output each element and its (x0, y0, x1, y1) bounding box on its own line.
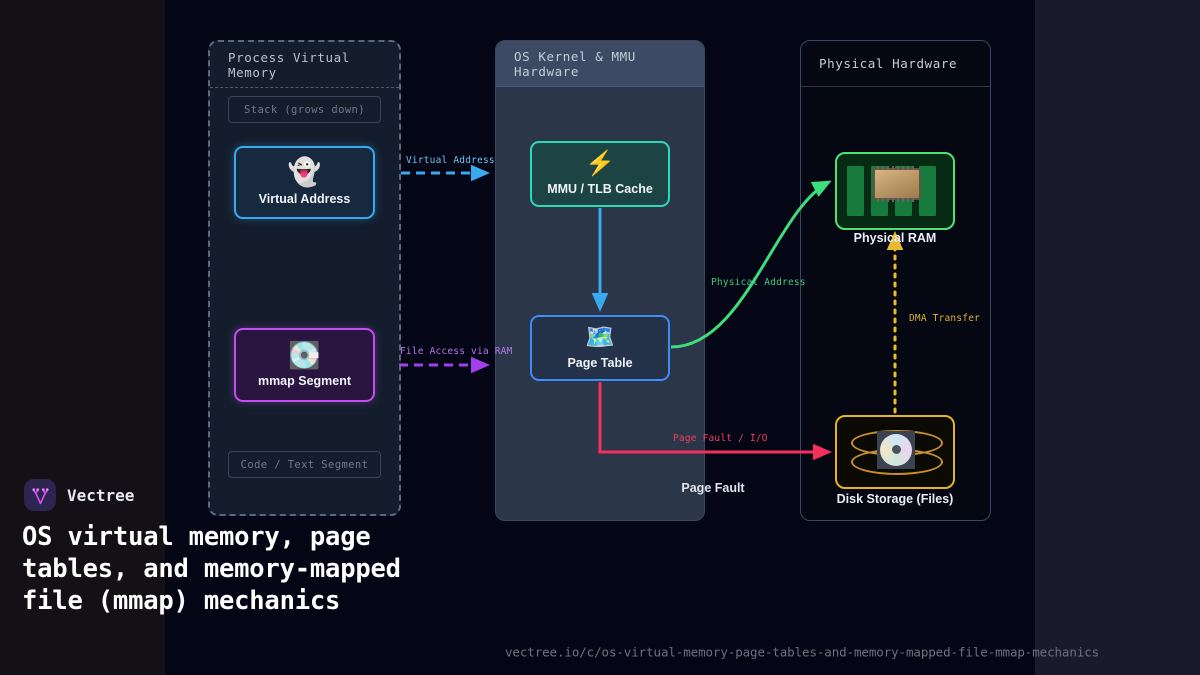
edge-label-file-access-via-ram: File Access via RAM (400, 346, 513, 357)
node-mmap-segment[interactable]: 💽 mmap Segment (234, 328, 375, 402)
lane-title-kernel: OS Kernel & MMU Hardware (496, 41, 704, 87)
lane-os-kernel-mmu-hardware: OS Kernel & MMU Hardware (495, 40, 705, 521)
node-virtual-address[interactable]: 👻 Virtual Address (234, 146, 375, 219)
disk-cylinder-icon (847, 427, 943, 477)
edge-label-page-fault-io: Page Fault / I/O (673, 433, 768, 444)
lane-process-virtual-memory: Process Virtual Memory (208, 40, 401, 516)
node-label-physical-ram: Physical RAM (853, 231, 937, 245)
page-title: OS virtual memory, page tables, and memo… (22, 522, 401, 616)
placeholder-stack-segment: Stack (grows down) (228, 96, 381, 123)
placeholder-code-text-segment: Code / Text Segment (228, 451, 381, 478)
brand-name: Vectree (67, 485, 135, 505)
node-label-virtual-address: Virtual Address (258, 192, 351, 206)
background-band-left (0, 0, 165, 675)
edge-label-dma-transfer: DMA Transfer (909, 313, 981, 324)
dvd-disc-icon: 💽 (288, 340, 321, 370)
node-mmu-tlb-cache[interactable]: ⚡ MMU / TLB Cache (530, 141, 670, 207)
node-page-table[interactable]: 🗺️ Page Table (530, 315, 670, 381)
node-label-disk-storage: Disk Storage (Files) (836, 492, 954, 506)
lane-title-hardware: Physical Hardware (801, 41, 990, 87)
edge-label-virtual-address: Virtual Address (406, 155, 495, 166)
branding-row: Vectree (24, 479, 134, 511)
node-label-page-fault: Page Fault (681, 481, 745, 495)
node-label-mmu-tlb-cache: MMU / TLB Cache (547, 182, 653, 196)
node-disk-storage[interactable] (835, 415, 955, 489)
edge-label-physical-address: Physical Address (711, 277, 806, 288)
world-map-icon: 🗺️ (585, 324, 615, 351)
vectree-tree-logo-icon (24, 479, 56, 511)
lightning-bolt-icon: ⚡ (585, 150, 615, 177)
node-label-mmap-segment: mmap Segment (257, 374, 352, 388)
node-label-page-table: Page Table (567, 356, 633, 370)
page-url: vectree.io/c/os-virtual-memory-page-tabl… (505, 644, 1100, 660)
ghost-icon: 👻 (287, 157, 322, 187)
lane-title-process: Process Virtual Memory (210, 42, 399, 88)
background-band-right (1035, 0, 1200, 675)
memory-chip-icon (843, 162, 947, 220)
node-physical-ram[interactable] (835, 152, 955, 230)
